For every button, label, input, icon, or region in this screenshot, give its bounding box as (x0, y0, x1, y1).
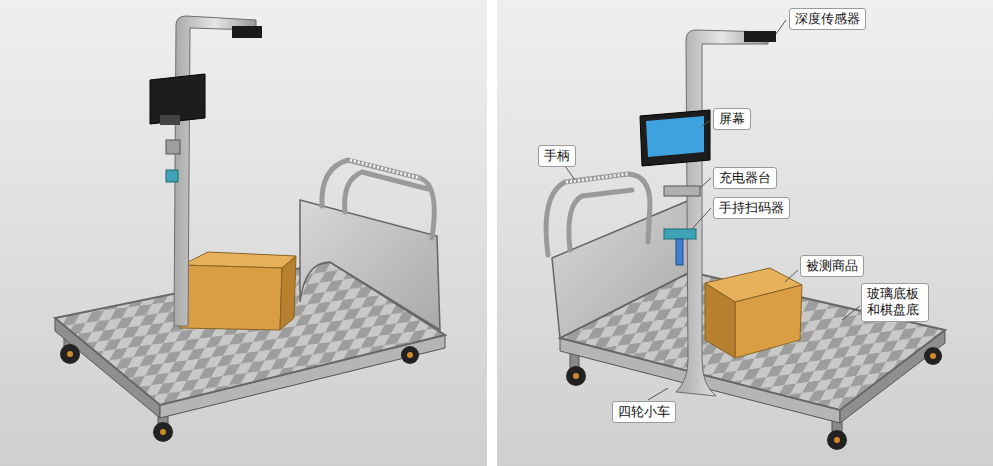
part-label: 充电器台 (713, 167, 777, 189)
part-label: 屏幕 (713, 108, 751, 130)
part-label: 手持扫码器 (713, 197, 790, 219)
leader-lines (565, 20, 860, 400)
part-label: 玻璃底板 和棋盘底 (861, 283, 929, 322)
part-label: 四轮小车 (612, 401, 676, 423)
part-label: 被测商品 (800, 255, 864, 277)
part-label: 深度传感器 (789, 8, 866, 30)
part-label: 手柄 (538, 145, 576, 167)
